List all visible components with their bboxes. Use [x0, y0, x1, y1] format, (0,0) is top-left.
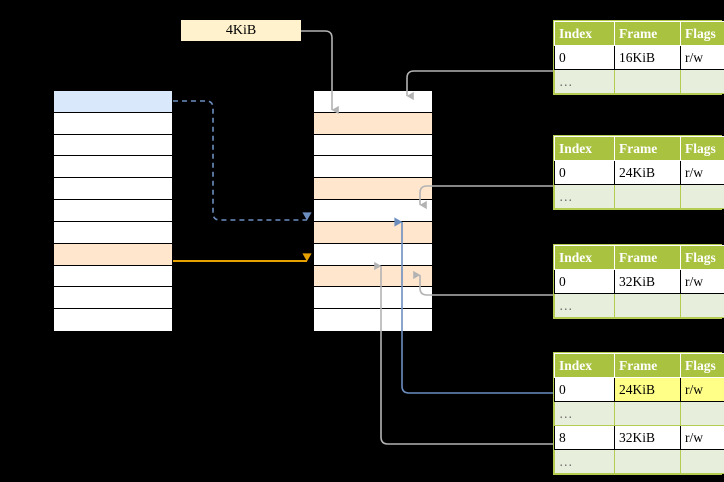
page-table-level-4-r3-flags	[680, 449, 724, 474]
page-table-level-2-r1-flags	[680, 184, 724, 209]
page-table-level-4-r0-index: 0	[554, 377, 615, 402]
virtual-address-space-row-5	[54, 200, 172, 222]
wire-frame-to-pt4-row8	[380, 340, 553, 445]
virtual-address-space-row-3	[54, 156, 172, 179]
virtual-address-space-row-10	[54, 309, 172, 331]
page-table-level-4-r2-frame: 32KiB	[614, 425, 681, 450]
wire-pt3-to-frame	[413, 270, 553, 296]
physical-memory-row-1	[314, 112, 432, 135]
virtual-address-space-row-7	[54, 243, 172, 266]
physical-memory-row-6	[314, 221, 432, 244]
page-table-level-4-header-index: Index	[554, 353, 615, 378]
virtual-address-space-row-1	[54, 112, 172, 135]
page-table-level-2-r1-frame	[614, 184, 681, 209]
page-table-level-3-r0-flags: r/w	[680, 269, 724, 294]
physical-memory-row-5	[314, 200, 432, 222]
size-label-4kib: 4KiB	[181, 20, 301, 41]
page-table-level-4-r2-index: 8	[554, 425, 615, 450]
page-table-level-4-r3-frame	[614, 449, 681, 474]
page-table-level-4-r0-frame: 24KiB	[614, 377, 681, 402]
physical-memory-row-4	[314, 178, 432, 201]
physical-memory-row-10	[314, 309, 432, 331]
page-table-level-4-row: …	[554, 401, 724, 426]
page-table-level-4-header-frame: Frame	[614, 353, 681, 378]
physical-memory-row-8	[314, 265, 432, 288]
page-table-level-3-row: …	[554, 293, 724, 318]
virtual-address-space-row-0	[54, 91, 172, 113]
physical-memory-row-7	[314, 243, 432, 266]
wire-vaddr-dashed	[173, 100, 312, 221]
page-table-level-2-r0-frame: 24KiB	[614, 160, 681, 185]
page-table-level-1-header-index: Index	[554, 21, 615, 46]
page-table-level-4-r1-index: …	[554, 401, 615, 426]
virtual-address-space-row-9	[54, 287, 172, 310]
page-table-level-4-r3-index: …	[554, 449, 615, 474]
page-table-level-1-r1-index: …	[554, 69, 615, 94]
page-table-level-3-r1-index: …	[554, 293, 615, 318]
page-table-level-2-r0-flags: r/w	[680, 160, 724, 185]
virtual-address-space-row-4	[54, 178, 172, 201]
page-table-level-1-row: …	[554, 69, 724, 94]
wire-pt2-to-frame	[419, 185, 553, 210]
page-table-level-2-row: …	[554, 184, 724, 209]
page-table-level-1-header-frame: Frame	[614, 21, 681, 46]
page-table-level-1-r0-frame: 16KiB	[614, 45, 681, 70]
page-table-level-3-r1-frame	[614, 293, 681, 318]
physical-memory-row-9	[314, 287, 432, 310]
page-table-level-3-header-flags: Flags	[680, 245, 724, 270]
page-table-level-4-r1-flags	[680, 401, 724, 426]
page-table-level-3-r0-frame: 32KiB	[614, 269, 681, 294]
page-table-level-2-r1-index: …	[554, 184, 615, 209]
page-table-level-4-row: …	[554, 449, 724, 474]
page-table-level-3-r0-index: 0	[554, 269, 615, 294]
page-table-level-3-header-frame: Frame	[614, 245, 681, 270]
virtual-address-space-row-2	[54, 134, 172, 157]
page-table-level-3-header-index: Index	[554, 245, 615, 270]
page-table-level-4-header-flags: Flags	[680, 353, 724, 378]
page-table-level-4-r1-frame	[614, 401, 681, 426]
virtual-address-space-row-8	[54, 265, 172, 288]
page-table-level-1-r1-flags	[680, 69, 724, 94]
wire-frame-to-pt4	[401, 340, 553, 394]
page-table-level-4-r0-flags: r/w	[680, 377, 724, 402]
page-table-level-1-r0-index: 0	[554, 45, 615, 70]
page-table-level-4-r2-flags: r/w	[680, 425, 724, 450]
page-table-level-2-r0-index: 0	[554, 160, 615, 185]
page-table-level-1-header-flags: Flags	[680, 21, 724, 46]
virtual-address-space-stack	[53, 90, 173, 331]
physical-memory-row-0	[314, 91, 432, 113]
physical-memory-row-3	[314, 156, 432, 179]
size-label-text: 4KiB	[225, 22, 257, 38]
page-table-level-2-header-flags: Flags	[680, 136, 724, 161]
page-table-level-1-r1-frame	[614, 69, 681, 94]
physical-memory-row-2	[314, 134, 432, 157]
page-table-level-2-header-index: Index	[554, 136, 615, 161]
page-table-level-2-header-frame: Frame	[614, 136, 681, 161]
page-table-level-1-r0-flags: r/w	[680, 45, 724, 70]
virtual-address-space-row-6	[54, 221, 172, 244]
physical-memory-stack	[313, 90, 433, 331]
page-table-level-3-r1-flags	[680, 293, 724, 318]
